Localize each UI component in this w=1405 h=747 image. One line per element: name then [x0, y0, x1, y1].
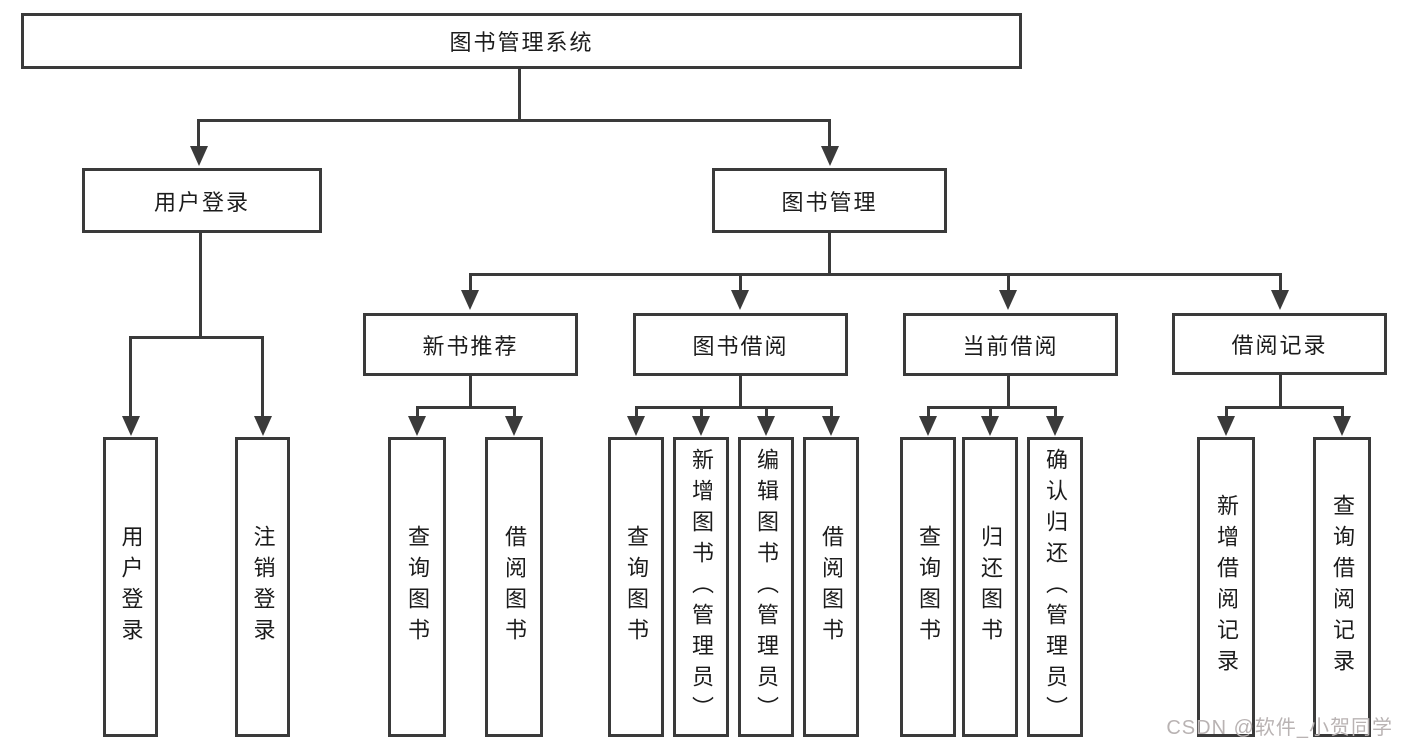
arrowhead-bb-c2 — [757, 416, 775, 436]
node-book-borrowing-label: 图书借阅 — [692, 333, 789, 359]
node-user-login-label: 用户登录 — [153, 189, 250, 215]
leaf-br-query-record-label: 查询借阅记录 — [1330, 494, 1355, 680]
connector-cb-c0-stem — [927, 406, 930, 418]
leaf-cb-return-books-label: 归还图书 — [978, 525, 1003, 649]
connector-nb-c0-stem — [416, 406, 419, 418]
connector-bb-c3-stem — [830, 406, 833, 418]
leaf-br-add-record-label: 新增借阅记录 — [1214, 494, 1239, 680]
connector-bb-c1-stem — [700, 406, 703, 418]
leaf-cb-query-books-label: 查询图书 — [916, 525, 941, 649]
node-new-book-recommend: 新书推荐 — [363, 313, 578, 376]
arrowhead-curborrow — [999, 290, 1017, 310]
arrowhead-nb-c0 — [408, 416, 426, 436]
connector-cb-c1-stem — [989, 406, 992, 418]
connector-bb-c0-stem — [635, 406, 638, 418]
connector-curborrow-stem — [1007, 273, 1010, 291]
connector-curborrow-stub — [1007, 376, 1010, 408]
node-book-borrowing: 图书借阅 — [633, 313, 848, 376]
leaf-logout: 注销登录 — [235, 437, 290, 737]
arrowhead-userlogin — [190, 146, 208, 166]
connector-br-c0-stem — [1225, 406, 1228, 418]
node-current-borrowing-label: 当前借阅 — [962, 333, 1059, 359]
leaf-nb-borrow-books-label: 借阅图书 — [502, 525, 527, 649]
node-book-management-label: 图书管理 — [781, 189, 878, 215]
arrowhead-cb-c2 — [1046, 416, 1064, 436]
leaf-cb-confirm-return-admin-label: 确认归还（管理员） — [1043, 447, 1068, 727]
node-user-login: 用户登录 — [82, 168, 322, 233]
connector-records-hline — [1225, 406, 1344, 409]
connector-userlogin-stub — [199, 233, 202, 338]
leaf-nb-query-books: 查询图书 — [388, 437, 446, 737]
arrowhead-bookborrow — [731, 290, 749, 310]
arrowhead-bb-c3 — [822, 416, 840, 436]
arrowhead-logout — [254, 416, 272, 436]
leaf-nb-query-books-label: 查询图书 — [405, 525, 430, 649]
connector-records-stub — [1279, 375, 1282, 408]
connector-br-c1-stem — [1341, 406, 1344, 418]
arrowhead-cb-c0 — [919, 416, 937, 436]
arrowhead-cb-c1 — [981, 416, 999, 436]
leaf-bb-borrow-books: 借阅图书 — [803, 437, 859, 737]
leaf-bb-borrow-books-label: 借阅图书 — [819, 525, 844, 649]
connector-userlogin-stem — [197, 119, 200, 149]
node-root-label: 图书管理系统 — [449, 30, 594, 55]
arrowhead-br-c0 — [1217, 416, 1235, 436]
connector-bookmgmt-stub — [828, 233, 831, 275]
node-borrowing-records: 借阅记录 — [1172, 313, 1387, 375]
connector-newbook-stub — [469, 376, 472, 408]
arrowhead-login — [122, 416, 140, 436]
leaf-br-add-record: 新增借阅记录 — [1197, 437, 1255, 737]
node-borrowing-records-label: 借阅记录 — [1231, 333, 1328, 358]
connector-newbook-hline — [416, 406, 516, 409]
leaf-user-login: 用户登录 — [103, 437, 158, 737]
connector-bb-c2-stem — [765, 406, 768, 418]
leaf-cb-return-books: 归还图书 — [962, 437, 1018, 737]
connector-userlogin-hline — [129, 336, 264, 339]
connector-bookborrow-hline — [635, 406, 833, 409]
connector-curborrow-hline — [927, 406, 1057, 409]
connector-bookmgmt-stem — [828, 119, 831, 149]
leaf-logout-label: 注销登录 — [250, 525, 276, 649]
connector-l3-hline — [469, 273, 1282, 276]
connector-logout-arm — [261, 336, 264, 418]
connector-bookborrow-stub — [739, 376, 742, 408]
node-book-management: 图书管理 — [712, 168, 947, 233]
connector-records-stem — [1279, 273, 1282, 291]
node-new-book-recommend-label: 新书推荐 — [422, 333, 519, 359]
leaf-br-query-record: 查询借阅记录 — [1313, 437, 1371, 737]
leaf-bb-add-books-admin: 新增图书（管理员） — [673, 437, 729, 737]
connector-bookborrow-stem — [739, 273, 742, 291]
leaf-bb-query-books: 查询图书 — [608, 437, 664, 737]
leaf-cb-confirm-return-admin: 确认归还（管理员） — [1027, 437, 1083, 737]
connector-cb-c2-stem — [1054, 406, 1057, 418]
connector-nb-c1-stem — [513, 406, 516, 418]
arrowhead-nb-c1 — [505, 416, 523, 436]
leaf-bb-edit-books-admin-label: 编辑图书（管理员） — [754, 447, 779, 727]
connector-login-arm — [129, 336, 132, 418]
node-root: 图书管理系统 — [21, 13, 1022, 69]
connector-root-stub — [518, 69, 521, 122]
csdn-watermark: CSDN @软件_小贺同学 — [1166, 717, 1393, 739]
arrowhead-newbook — [461, 290, 479, 310]
leaf-bb-query-books-label: 查询图书 — [624, 525, 649, 649]
arrowhead-records — [1271, 290, 1289, 310]
leaf-user-login-label: 用户登录 — [118, 525, 144, 649]
leaf-bb-edit-books-admin: 编辑图书（管理员） — [738, 437, 794, 737]
node-current-borrowing: 当前借阅 — [903, 313, 1118, 376]
leaf-cb-query-books: 查询图书 — [900, 437, 956, 737]
arrowhead-bookmgmt — [821, 146, 839, 166]
arrowhead-br-c1 — [1333, 416, 1351, 436]
connector-newbook-stem — [469, 273, 472, 291]
connector-l1-hline — [197, 119, 831, 122]
arrowhead-bb-c0 — [627, 416, 645, 436]
arrowhead-bb-c1 — [692, 416, 710, 436]
leaf-nb-borrow-books: 借阅图书 — [485, 437, 543, 737]
leaf-bb-add-books-admin-label: 新增图书（管理员） — [689, 447, 714, 727]
